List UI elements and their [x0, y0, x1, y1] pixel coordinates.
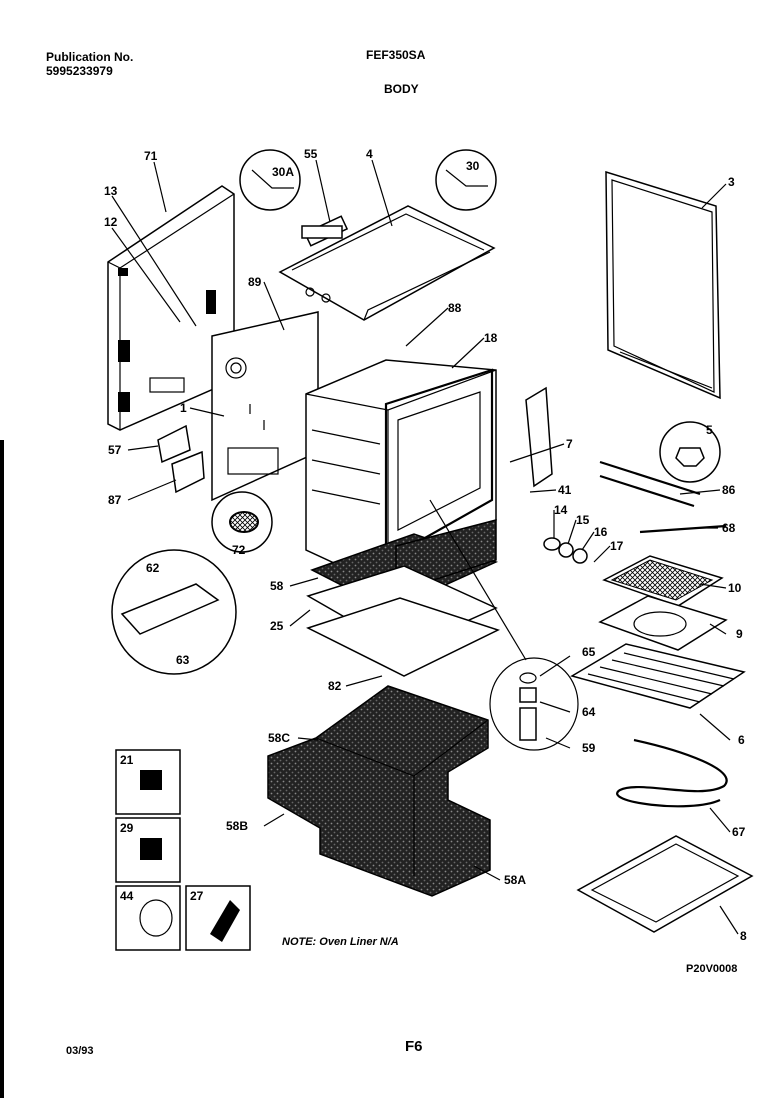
oven-vent-7 — [525, 386, 553, 488]
callout-72: 72 — [232, 543, 246, 557]
top-cover — [278, 205, 496, 321]
broil-element — [599, 460, 701, 508]
callout-14: 14 — [554, 503, 568, 517]
callout-25: 25 — [270, 619, 284, 633]
oven-bottom-tray — [576, 835, 754, 933]
callout-58B: 58B — [226, 819, 248, 833]
callout-58A: 58A — [504, 873, 526, 887]
callout-18: 18 — [484, 331, 498, 345]
callout-68: 68 — [722, 521, 736, 535]
side-panel — [605, 170, 721, 400]
callout-21: 21 — [120, 753, 134, 767]
callout-9: 9 — [736, 627, 743, 641]
callout-17: 17 — [610, 539, 624, 553]
callout-44: 44 — [120, 889, 134, 903]
callout-65: 65 — [582, 645, 596, 659]
footer-page: F6 — [405, 1038, 423, 1055]
back-panel — [107, 185, 235, 431]
callout-3: 3 — [728, 175, 735, 189]
callout-7: 7 — [566, 437, 573, 451]
light-assembly-inset — [489, 657, 579, 751]
inset-box-27 — [185, 885, 251, 951]
bracket-55 — [301, 225, 343, 239]
callout-8: 8 — [740, 929, 747, 943]
callout-86: 86 — [722, 483, 736, 497]
callout-63: 63 — [176, 653, 190, 667]
callout-82: 82 — [328, 679, 342, 693]
section-title: BODY — [384, 82, 419, 96]
callout-64: 64 — [582, 705, 596, 719]
callout-62: 62 — [146, 561, 160, 575]
callout-12: 12 — [104, 215, 118, 229]
footer-date: 03/93 — [66, 1045, 94, 1057]
callout-29: 29 — [120, 821, 134, 835]
bake-element — [616, 738, 728, 808]
callout-30: 30 — [466, 159, 480, 173]
diagram-code: P20V0008 — [686, 963, 738, 975]
bottom-panel-82 — [306, 597, 500, 677]
bracket-87 — [171, 450, 205, 494]
leader-lines — [111, 159, 739, 935]
callout-41: 41 — [558, 483, 572, 497]
callout-6: 6 — [738, 733, 745, 747]
model-number: FEF350SA — [366, 48, 426, 62]
callout-59: 59 — [582, 741, 596, 755]
inset-box-44 — [115, 885, 181, 951]
insulation-wrap — [267, 685, 491, 897]
callout-15: 15 — [576, 513, 590, 527]
callout-58C: 58C — [268, 731, 290, 745]
callout-5: 5 — [706, 423, 713, 437]
publication-number: 5995233979 — [46, 64, 113, 78]
callout-87: 87 — [108, 493, 122, 507]
callout-58: 58 — [270, 579, 284, 593]
callout-13: 13 — [104, 184, 118, 198]
callout-4: 4 — [366, 147, 373, 161]
callout-16: 16 — [594, 525, 608, 539]
scan-edge-bar — [0, 440, 4, 1098]
callout-89: 89 — [248, 275, 262, 289]
publication-label: Publication No. — [46, 50, 134, 64]
callout-55: 55 — [304, 147, 318, 161]
broiler-grid — [602, 555, 724, 607]
callout-10: 10 — [728, 581, 742, 595]
callout-71: 71 — [144, 149, 158, 163]
element-rod-68 — [639, 524, 727, 534]
inset-30 — [435, 149, 497, 211]
light-socket-parts — [543, 537, 588, 564]
oven-rack — [570, 643, 746, 709]
callout-27: 27 — [190, 889, 204, 903]
oven-liner-note: NOTE: Oven Liner N/A — [282, 936, 399, 948]
callout-1: 1 — [180, 401, 187, 415]
inset-30A — [239, 149, 301, 211]
bracket-57 — [157, 424, 191, 464]
callout-88: 88 — [448, 301, 462, 315]
callout-67: 67 — [732, 825, 746, 839]
broiler-pan — [598, 595, 728, 651]
callout-57: 57 — [108, 443, 122, 457]
callout-30A: 30A — [272, 165, 294, 179]
rear-bracket — [211, 311, 319, 502]
